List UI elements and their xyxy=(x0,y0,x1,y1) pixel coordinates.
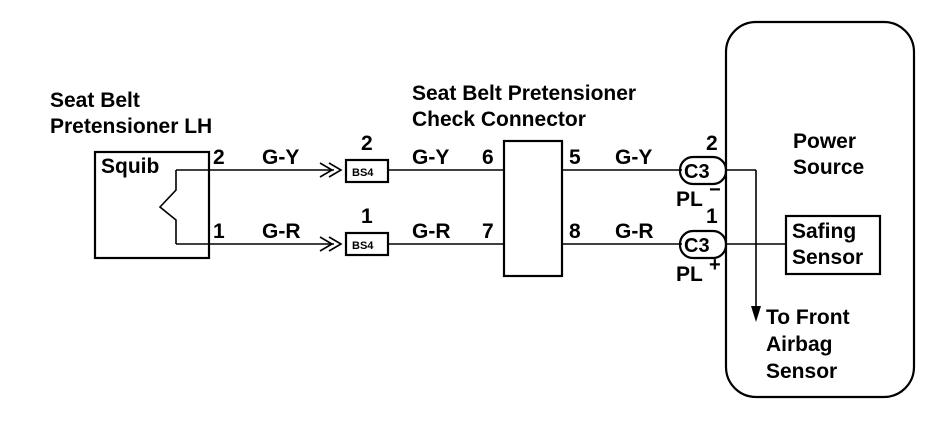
power-source-line1: Power xyxy=(793,130,856,153)
wire-bottom-color-1: G-R xyxy=(262,220,301,243)
wire-bottom-color-3: G-R xyxy=(615,220,654,243)
c3-top-sign: − xyxy=(709,179,721,201)
bs4-top-connector xyxy=(344,158,390,184)
pretensioner-pin-bottom: 1 xyxy=(213,220,225,243)
check-pin-right-bottom: 8 xyxy=(569,220,581,243)
pretensioner-box xyxy=(93,150,211,260)
c3-top-label: C3 xyxy=(684,161,710,183)
c3-bottom-label: C3 xyxy=(684,235,710,257)
pretensioner-title-line1: Seat Belt xyxy=(50,89,140,112)
c3-bottom-pin: 1 xyxy=(706,205,718,228)
front-airbag-line2: Airbag xyxy=(766,333,833,356)
c3-bottom-sign: + xyxy=(709,254,721,276)
front-airbag-line1: To Front xyxy=(766,306,850,329)
c3-top-terminal: PL xyxy=(676,188,703,211)
wire-bottom-arrow-1 xyxy=(319,236,334,252)
bs4-bottom-label: BS4 xyxy=(352,240,374,252)
bs4-bottom-pin: 1 xyxy=(361,205,373,228)
safing-sensor-line2: Sensor xyxy=(792,246,863,269)
c3-bottom-terminal: PL xyxy=(676,263,703,286)
wire-bottom-arrow-2 xyxy=(328,236,343,252)
wire-top-arrow-2 xyxy=(328,162,343,178)
bs4-top-label: BS4 xyxy=(352,167,374,179)
safing-sensor-box xyxy=(784,214,882,276)
check-connector-title-line1: Seat Belt Pretensioner xyxy=(412,82,636,105)
wire-top-arrow-1 xyxy=(319,162,334,178)
check-connector-box xyxy=(502,139,564,278)
pretensioner-pin-top: 2 xyxy=(213,146,225,169)
front-airbag-line3: Sensor xyxy=(766,360,837,383)
airbag-sensor-assembly xyxy=(724,20,916,399)
wire-top-color-1: G-Y xyxy=(262,146,299,169)
c3-top-pin: 2 xyxy=(706,132,718,155)
check-pin-right-top: 5 xyxy=(569,146,581,169)
wire-bottom-color-2: G-R xyxy=(412,220,451,243)
safing-sensor-line1: Safing xyxy=(792,220,856,243)
pretensioner-title-line2: Pretensioner LH xyxy=(50,115,212,138)
power-source-line2: Source xyxy=(793,156,864,179)
squib-label: Squib xyxy=(101,155,159,178)
front-sensor-arrow-icon xyxy=(751,306,761,322)
wire-top-color-3: G-Y xyxy=(615,146,652,169)
check-connector-title-line2: Check Connector xyxy=(412,108,586,131)
wire-top-color-2: G-Y xyxy=(412,146,449,169)
check-pin-left-bottom: 7 xyxy=(482,220,494,243)
check-pin-left-top: 6 xyxy=(482,146,494,169)
bs4-top-pin: 2 xyxy=(361,132,373,155)
squib-element xyxy=(158,170,177,244)
